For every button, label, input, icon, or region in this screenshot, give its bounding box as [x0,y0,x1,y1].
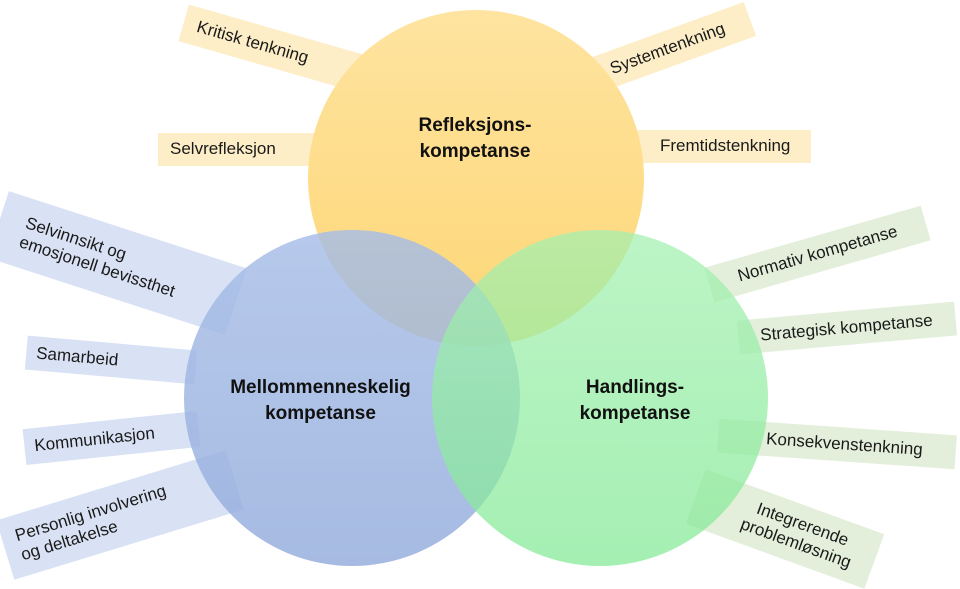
title-line1: Refleksjons- [418,115,532,136]
label-fremtidstenkning: Fremtidstenkning [630,130,811,163]
title-line1: Handlings- [585,377,685,398]
title-mellommenneskelig-kompetanse: Mellommenneskelig kompetanse [208,375,433,426]
label-selvrefleksjon: Selvrefleksjon [158,133,323,166]
label-text: Fremtidstenkning [660,136,791,156]
title-line2: kompetanse [579,402,691,424]
label-text: Selvrefleksjon [170,139,276,159]
title-line2: kompetanse [265,402,376,424]
circle-handlingskompetanse [432,230,768,566]
title-line2: kompetanse [419,140,531,162]
circle-mellommenneskelig-kompetanse [184,230,520,566]
title-handlingskompetanse: Handlings- kompetanse [560,375,710,426]
title-line1: Mellommenneskelig [230,377,411,398]
title-refleksjonskompetanse: Refleksjons- kompetanse [400,113,550,164]
